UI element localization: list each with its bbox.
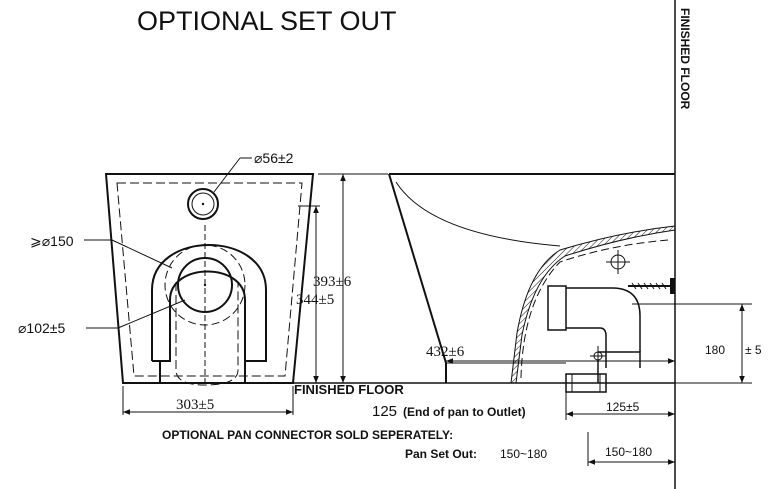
inlet-inner-circle: [191, 192, 215, 216]
connector-flange: [547, 285, 567, 331]
outlet-min-label: ⩾⌀150: [30, 233, 74, 249]
depth-label: 432±6: [426, 344, 465, 360]
height-outer-label: 393±6: [313, 274, 352, 290]
side-inner-dashed: [520, 239, 669, 379]
connector-elbow: [597, 351, 641, 383]
offset-125-label: 125±5: [606, 400, 640, 414]
spigot-center: [203, 283, 207, 287]
side-rim-curve: [395, 181, 561, 247]
side-hatched-wall: [510, 225, 676, 384]
side-view: FINISHED FLOOR: [293, 173, 676, 397]
outlet-crosshair: [590, 346, 606, 368]
fixing-bolt-thread: [631, 282, 667, 290]
connector-note: OPTIONAL PAN CONNECTOR SOLD SEPERATELY:: [162, 428, 453, 442]
finished-floor-horizontal-label: FINISHED FLOOR: [294, 382, 404, 397]
spigot-circle: [177, 257, 233, 313]
end-of-pan-value: 125: [372, 403, 397, 420]
connector-pipe: [566, 287, 641, 368]
width-base-label: 303±5: [176, 397, 214, 413]
inlet-outer-circle: [187, 188, 219, 220]
front-dimensions: ⌀56±2 ⩾⌀150 ⌀102±5 303±5 344±5 393±6: [18, 150, 388, 415]
height-inner-label: 344±5: [296, 292, 334, 308]
fixing-crosshair: [606, 250, 630, 274]
outlet-min-leader-b: [111, 239, 173, 269]
spigot-dia-label: ⌀102±5: [18, 320, 65, 336]
front-base-cutout: [151, 244, 267, 382]
inlet-dia-label: ⌀56±2: [254, 150, 294, 166]
outlet-height-label: 180: [705, 343, 725, 357]
pan-set-out-label: Pan Set Out:: [405, 447, 477, 461]
front-body-outline: [104, 173, 315, 384]
front-view: [104, 173, 315, 386]
inlet-leader: [213, 157, 241, 193]
end-of-pan-note: (End of pan to Outlet): [403, 405, 526, 419]
fixing-bracket: [670, 278, 675, 294]
pan-set-out-value: 150~180: [500, 447, 547, 461]
side-dimensions: 432±6 180 ± 5 125±5 125 (End of pan to O…: [372, 303, 762, 466]
outlet-dashed-circle: [164, 244, 246, 326]
outlet-socket: [565, 373, 607, 393]
front-channel-dashed: [175, 282, 239, 386]
outlet-height-tolerance: ± 5: [745, 343, 762, 357]
finished-floor-vertical-label: FINISHED FLOOR: [678, 8, 692, 110]
range-150-180-label: 150~180: [605, 445, 652, 459]
front-inner-dashed: [116, 182, 303, 377]
spigot-leader-b: [117, 299, 186, 329]
inlet-center: [201, 202, 205, 206]
diagram-title: OPTIONAL SET OUT: [137, 6, 397, 36]
